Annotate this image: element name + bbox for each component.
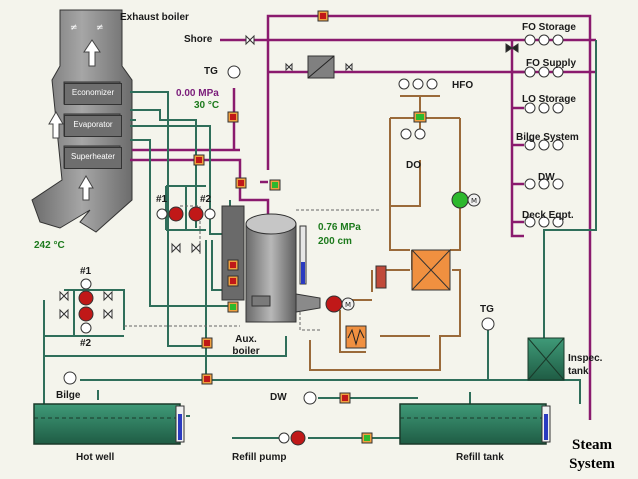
aux-boiler-drum — [221, 205, 321, 323]
label-deck-eqpt: Deck Eqpt. — [522, 210, 574, 221]
svg-text:≠: ≠ — [96, 23, 104, 33]
label-pump2-top: #2 — [200, 194, 212, 205]
filter — [307, 55, 335, 79]
evaporator-section: Evaporator — [64, 115, 122, 137]
label-aux-boiler: Aux. boiler — [232, 334, 260, 357]
label-pump2-left: #2 — [80, 338, 92, 349]
label-dw-right: DW — [538, 172, 555, 183]
label-dw-bottom: DW — [270, 392, 287, 403]
label-level-boiler: 200 cm — [318, 236, 352, 247]
fuel-tank-gauges — [398, 78, 438, 140]
refill-tank — [399, 403, 551, 445]
label-fo-storage: FO Storage — [522, 22, 576, 33]
consumer-gauges — [524, 34, 564, 228]
circulation-pumps-top — [156, 206, 216, 222]
label-refill-tank: Refill tank — [456, 452, 504, 463]
label-lo-storage: LO Storage — [522, 94, 576, 105]
fuel-heater-small — [345, 325, 367, 349]
label-do: DO — [406, 160, 421, 171]
label-inspec-tank: Inspec. tank — [568, 353, 603, 377]
economizer-section: Economizer — [64, 83, 122, 105]
label-bilge-system: Bilge System — [516, 132, 579, 143]
label-pump1-top: #1 — [156, 194, 168, 205]
svg-text:M: M — [345, 301, 351, 309]
inspection-tank — [527, 337, 565, 381]
superheater-section: Superheater — [64, 147, 122, 169]
caption-steam-system: Steam System — [569, 437, 615, 472]
label-pressure-top: 0.00 MPa — [176, 88, 219, 99]
label-temp-exhaust: 242 °C — [34, 240, 65, 251]
label-hfo: HFO — [452, 80, 474, 91]
gauges — [63, 65, 495, 405]
label-fo-supply: FO Supply — [526, 58, 576, 69]
label-shore: Shore — [184, 34, 213, 45]
feed-pumps-left — [78, 278, 94, 334]
label-bilge: Bilge — [56, 390, 81, 401]
valves — [193, 10, 427, 444]
label-tg-top: TG — [204, 66, 218, 77]
label-pump1-left: #1 — [80, 266, 92, 277]
label-tg-right: TG — [480, 304, 494, 315]
label-exhaust-boiler: Exhaust boiler — [120, 12, 189, 23]
svg-text:≠: ≠ — [70, 23, 78, 33]
refill-pump — [278, 430, 306, 446]
steam-lines — [130, 14, 596, 420]
fuel-lines — [309, 95, 461, 371]
label-refill-pump: Refill pump — [232, 452, 287, 463]
fuel-heater — [375, 249, 451, 291]
label-temp-top: 30 °C — [194, 100, 220, 111]
fuel-pump: M — [451, 191, 481, 209]
burner-fan: M — [325, 295, 355, 313]
label-pressure-boiler: 0.76 MPa — [318, 222, 361, 233]
svg-text:M: M — [471, 197, 477, 205]
label-hot-well: Hot well — [76, 452, 115, 463]
hot-well-tank — [33, 403, 185, 445]
gate-valves — [59, 34, 519, 320]
